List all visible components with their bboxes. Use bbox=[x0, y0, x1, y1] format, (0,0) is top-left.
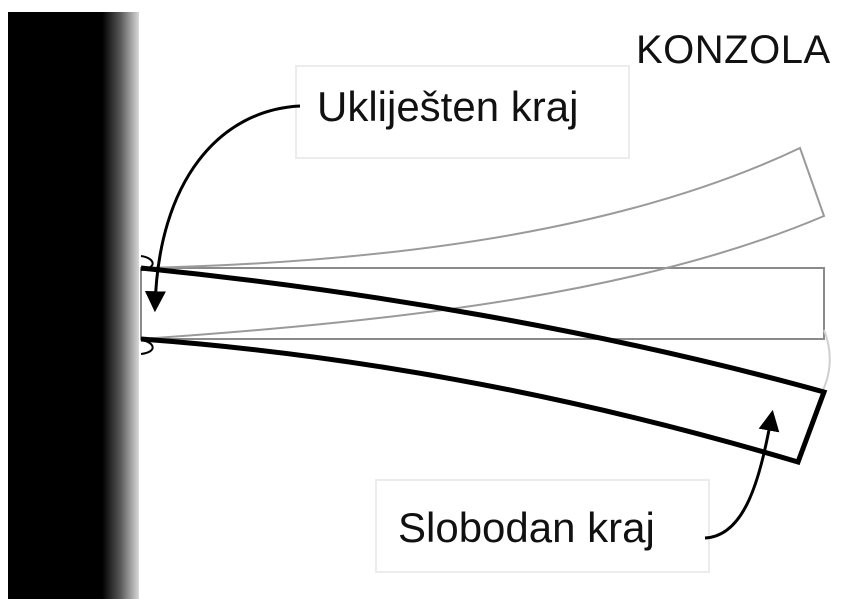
clamp-top bbox=[140, 255, 154, 271]
curved-arrow-icon bbox=[144, 104, 301, 313]
free-end-label-box bbox=[375, 479, 710, 573]
curved-arrow-icon bbox=[704, 409, 780, 540]
beam-deflected bbox=[140, 265, 828, 466]
wall-support bbox=[8, 12, 139, 599]
clamp-bottom bbox=[140, 339, 154, 355]
beam-upward-deflection bbox=[140, 146, 826, 340]
diagram-title: KONZOLA bbox=[636, 28, 831, 72]
fixed-end-label: Ukliješten kraj bbox=[317, 83, 579, 130]
deflection-arc bbox=[821, 329, 831, 393]
free-end-label: Slobodan kraj bbox=[398, 504, 655, 551]
beam-neutral bbox=[140, 267, 825, 340]
fixed-end-label-box bbox=[295, 65, 630, 159]
